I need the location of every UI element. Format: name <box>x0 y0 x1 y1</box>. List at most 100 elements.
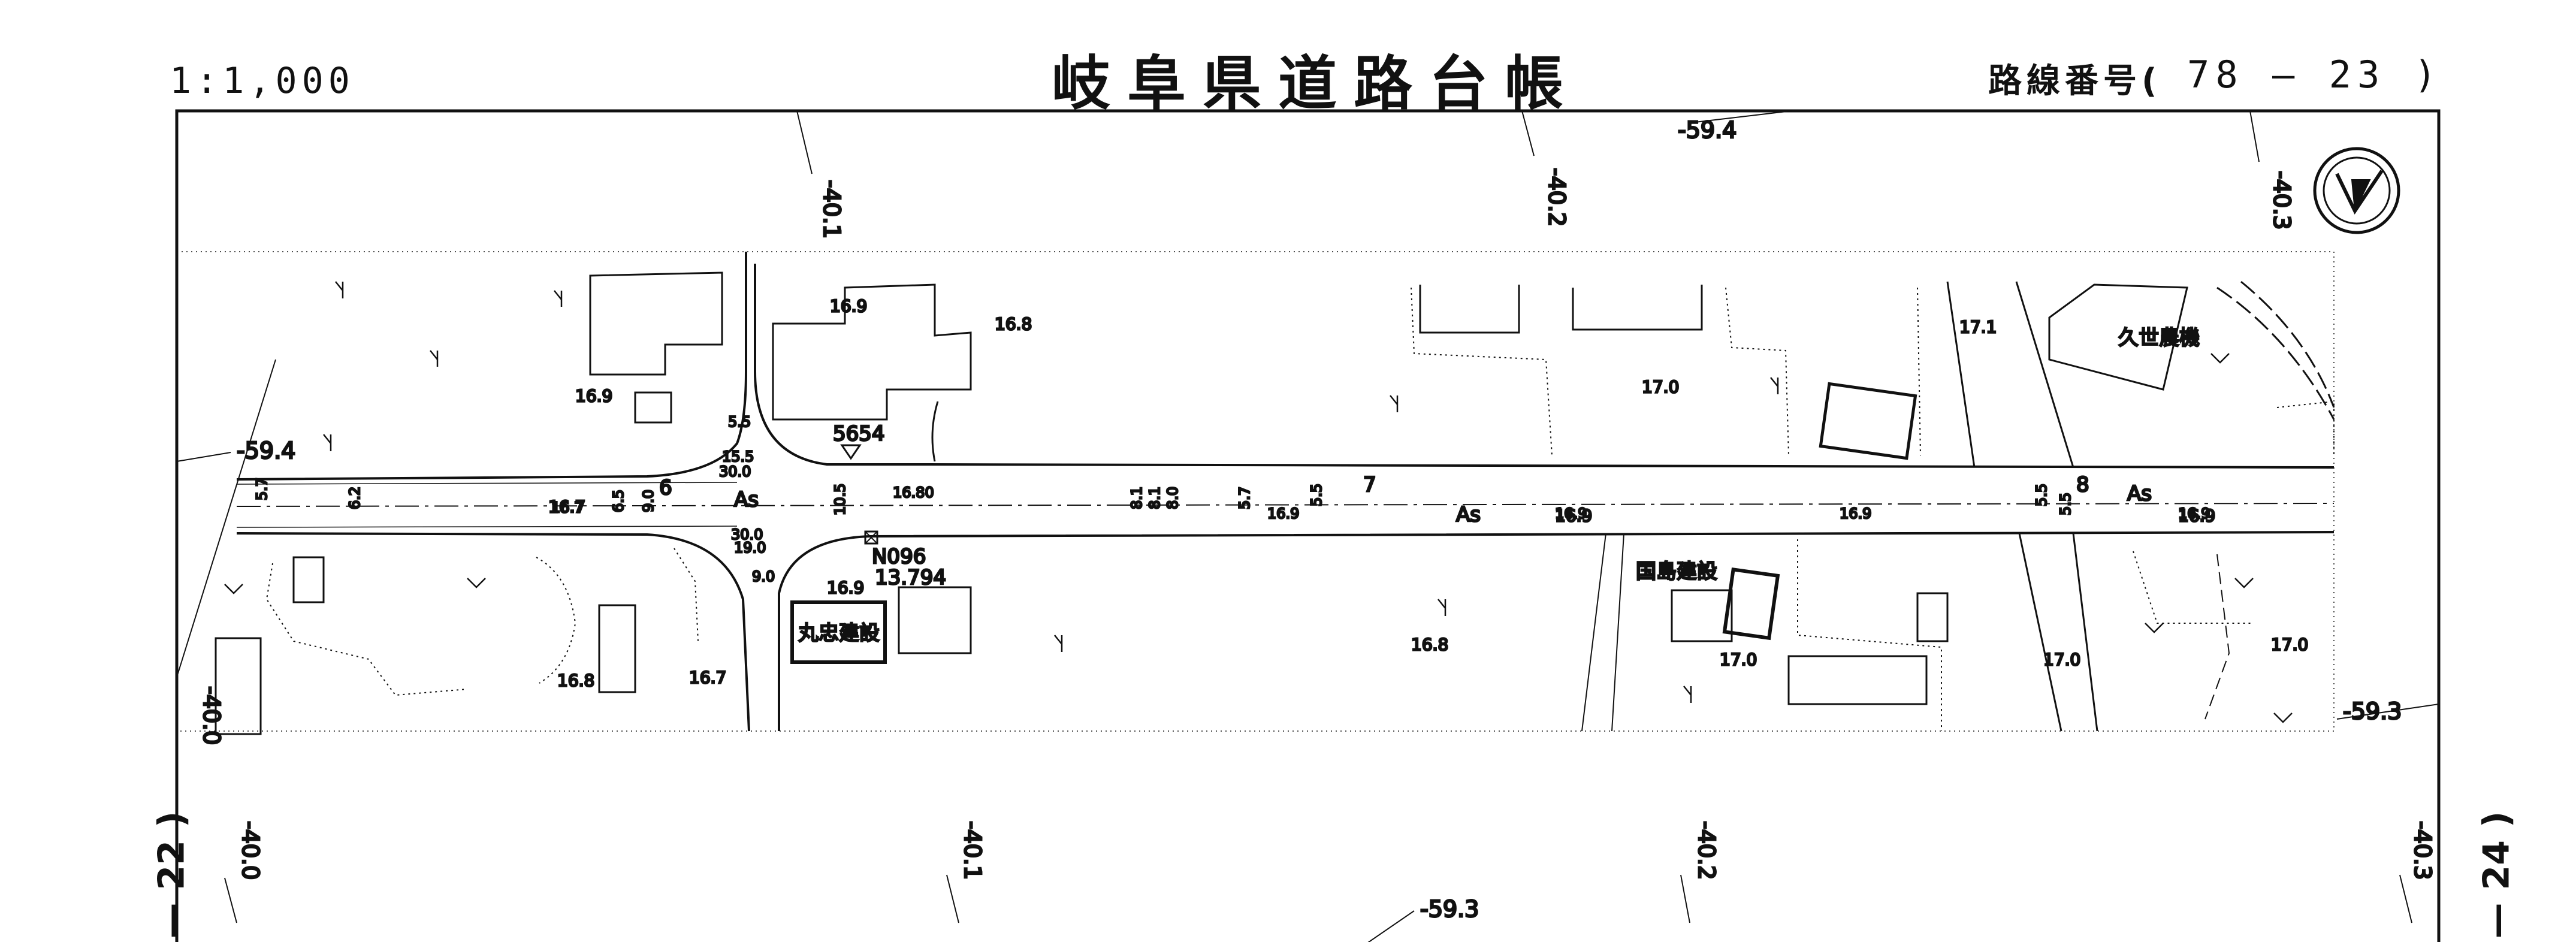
grid-line <box>796 110 813 174</box>
road-centerline <box>236 503 2335 507</box>
building-outline <box>1419 285 1520 334</box>
grid-line <box>1521 110 1535 156</box>
field-symbol-icon <box>224 353 2293 723</box>
width-label: 30.0 <box>731 526 763 543</box>
compass-north-arrow-icon <box>2313 147 2400 234</box>
grid-line-label: -59.3 <box>2343 698 2402 724</box>
grid-label: -40.0 <box>198 686 225 745</box>
side-width-label: 5.5 <box>1308 484 1325 506</box>
width-label: 30.0 <box>719 463 751 480</box>
building-name: 丸忠建設 <box>798 621 880 645</box>
parcel-boundary <box>2133 551 2253 624</box>
grid-line <box>2399 874 2412 923</box>
side-road-edge <box>1581 533 1606 732</box>
building-outline <box>2048 283 2188 391</box>
side-road-edge <box>2240 280 2335 408</box>
lane-line <box>236 482 738 485</box>
grid-line <box>2336 704 2439 720</box>
side-width-label: 8.0 <box>1164 487 1181 509</box>
grid-line <box>2249 110 2260 162</box>
surface-label: As <box>2127 482 2152 506</box>
survey-boundary <box>176 251 2335 732</box>
side-width-label: 5.5 <box>2057 493 2074 515</box>
grid-line-label: -59.4 <box>237 437 295 464</box>
grid-line <box>1367 910 1415 942</box>
side-width-label: 6.2 <box>346 487 363 509</box>
building-outline <box>1916 592 1949 642</box>
parcel-boundary <box>1725 287 1789 456</box>
building-outline <box>898 586 972 654</box>
elevation-label: 17.0 <box>1720 650 1757 669</box>
scale-label: 1:1,000 <box>170 60 355 102</box>
map-title: 岐阜県道路台帳 <box>1052 50 1581 118</box>
width-label: 16.9 <box>1840 505 1871 522</box>
width-label: 5.5 <box>728 413 751 430</box>
width-label: 15.5 <box>722 448 754 465</box>
side-width-label: 8.1 <box>1128 487 1145 509</box>
building-outline <box>1572 285 1703 331</box>
grid-line <box>946 874 959 923</box>
side-road-edge <box>1611 533 1624 732</box>
road-edge-south <box>236 532 750 732</box>
side-road-edge <box>1946 281 1976 468</box>
width-label: 19.0 <box>734 539 766 556</box>
building-outline <box>589 271 723 376</box>
width-label: 9.0 <box>752 568 775 585</box>
elevation-label: 17.1 <box>1959 317 1997 337</box>
station-mark: 6 <box>659 476 672 500</box>
elevation-label: 17.0 <box>2043 650 2080 669</box>
benchmark-id: 5654 <box>833 422 885 446</box>
side-width-label: 9.0 <box>640 490 657 512</box>
elevation-label: 17.0 <box>1642 377 1679 397</box>
control-point-id: N096 <box>872 545 926 569</box>
width-label: 16.9 <box>1555 505 1587 522</box>
grid-line <box>176 359 276 678</box>
parcel-boundary <box>674 548 699 642</box>
grid-line <box>1689 110 1792 123</box>
elevation-label: 16.9 <box>575 386 612 406</box>
building-name: 久世農機 <box>2118 326 2200 350</box>
parcel-boundary <box>536 557 576 684</box>
surface-label: As <box>734 488 759 512</box>
elevation-label: 16.8 <box>1411 635 1448 654</box>
parcel-boundary <box>1797 539 1942 731</box>
grid-label: -40.0 <box>237 821 264 880</box>
elevation-label: 16.9 <box>830 296 867 316</box>
side-road-edge <box>931 401 939 462</box>
elevation-label: 16.9 <box>827 578 864 597</box>
elevation-label: 16.8 <box>557 671 594 690</box>
building-outline <box>634 391 672 424</box>
elevation-label: 16.7 <box>689 668 726 687</box>
parcel-boundary <box>1411 287 1553 456</box>
building-outline <box>772 283 972 421</box>
building-outline <box>1787 655 1928 705</box>
side-width-label: 8.1 <box>1146 487 1163 509</box>
building-name: 国島建設 <box>1636 560 1717 584</box>
grid-line-label: -59.4 <box>1678 117 1737 143</box>
station-mark: 7 <box>1363 473 1376 497</box>
lane-line <box>236 526 738 528</box>
width-label: 16.80 <box>893 484 934 501</box>
route-number-label: 路線番号( <box>1988 62 2162 101</box>
building-outline <box>1722 567 1780 641</box>
side-width-label: 10.5 <box>832 484 848 515</box>
parcel-boundary <box>2204 554 2230 720</box>
grid-label: -40.1 <box>819 180 845 238</box>
side-width-label: 5.7 <box>1236 487 1253 509</box>
control-point-value: 13.794 <box>875 566 946 590</box>
elevation-label: 17.0 <box>2271 635 2308 654</box>
building-outline <box>215 637 262 735</box>
map-frame <box>175 109 2441 942</box>
grid-line <box>1680 874 1690 923</box>
width-label: 16.9 <box>2178 505 2210 522</box>
road-edge-north <box>236 252 747 481</box>
control-point-icon <box>865 531 878 544</box>
surface-label: As <box>1456 503 1481 527</box>
building-outline <box>1671 589 1733 642</box>
road-edge-north <box>754 264 2335 469</box>
grid-label: -40.1 <box>959 821 986 880</box>
elevation-label: 16.9 <box>1555 506 1592 526</box>
side-road-edge <box>2072 533 2098 732</box>
